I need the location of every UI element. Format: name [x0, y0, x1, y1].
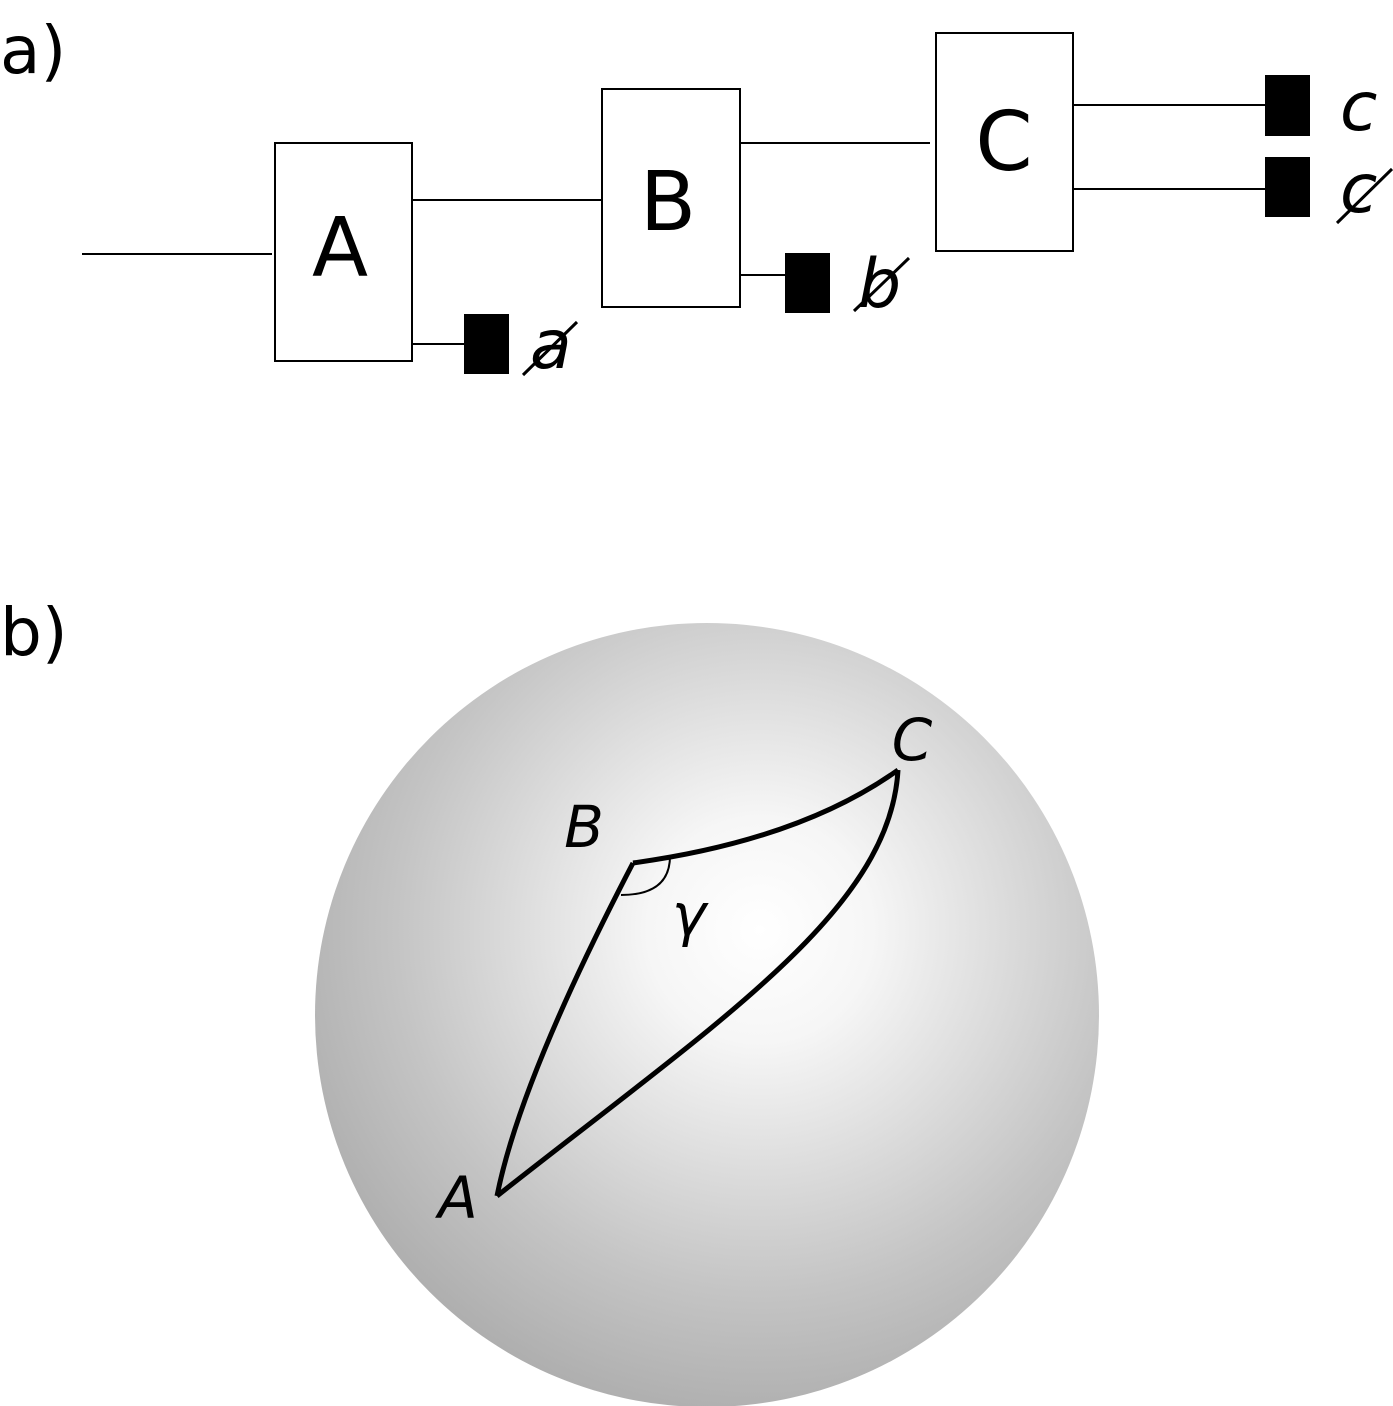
detector-b-slash: [852, 256, 911, 313]
detector-c-bar: [1265, 157, 1310, 217]
vertex-a-label: A: [434, 1164, 478, 1232]
edge-b-c: [632, 767, 900, 866]
panel-b: b) B C A γ: [0, 594, 1099, 1406]
vertex-c-label: C: [892, 706, 933, 774]
detector-c-slash: [1335, 167, 1393, 225]
edge-c-a: [495, 769, 901, 1198]
angle-arc: [620, 855, 671, 896]
detector-c-label: c: [1340, 68, 1377, 147]
stage-a-label: A: [312, 201, 368, 296]
stage-a-box: [274, 142, 413, 362]
detector-c: [1265, 75, 1310, 136]
angle-gamma-label: γ: [672, 881, 709, 949]
stage-c-label: C: [975, 95, 1032, 190]
sphere: [315, 623, 1099, 1406]
vertex-b-label: B: [564, 793, 604, 861]
detector-b: [785, 253, 830, 313]
panel-a: a) A a B b C c c: [0, 12, 1393, 385]
stage-c-box: [935, 32, 1074, 252]
edge-a-b: [494, 861, 636, 1197]
detector-a-label: a: [530, 306, 572, 385]
stage-b-box: [601, 88, 741, 308]
detector-a: [464, 314, 509, 374]
stage-b-label: B: [640, 155, 696, 250]
panel-b-label: b): [0, 594, 68, 671]
detector-a-slash: [521, 320, 579, 377]
panel-a-label: a): [0, 12, 66, 89]
